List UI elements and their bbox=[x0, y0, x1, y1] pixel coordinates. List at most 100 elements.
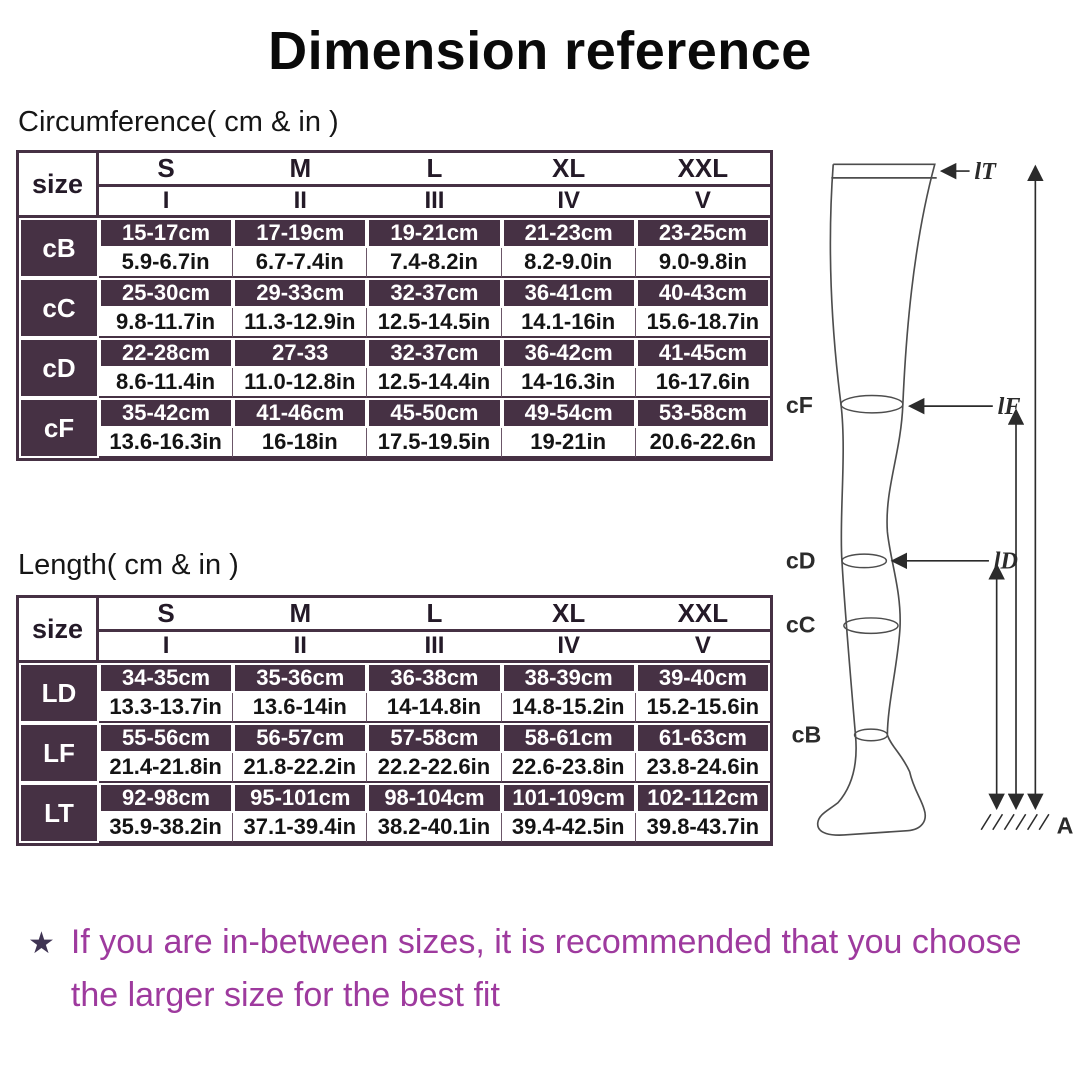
cm-value-cell: 17-19cm bbox=[233, 218, 368, 248]
size-column-header: M bbox=[233, 153, 368, 187]
ground-label: A bbox=[1057, 813, 1074, 839]
cm-value-cell: 57-58cm bbox=[367, 723, 502, 753]
row-label: LD bbox=[19, 663, 99, 723]
size-column-header: L bbox=[367, 153, 502, 187]
inch-value-cell: 7.4-8.2in bbox=[367, 248, 502, 278]
inch-value-cell: 15.2-15.6in bbox=[635, 693, 770, 723]
cb-label: cB bbox=[792, 722, 822, 748]
cm-value-cell: 55-56cm bbox=[99, 723, 234, 753]
numeral-column-header: II bbox=[233, 187, 368, 218]
note-text: If you are in-between sizes, it is recom… bbox=[70, 923, 1022, 1014]
cm-value-cell: 21-23cm bbox=[501, 218, 636, 248]
inch-value-cell: 37.1-39.4in bbox=[233, 813, 368, 843]
cm-value-cell: 92-98cm bbox=[99, 783, 234, 813]
cm-value-cell: 61-63cm bbox=[635, 723, 770, 753]
length-section-label: Length( cm & in ) bbox=[18, 549, 239, 581]
cm-value-cell: 36-42cm bbox=[501, 338, 636, 368]
inch-value-cell: 11.0-12.8in bbox=[233, 368, 368, 398]
numeral-header-row: I II III IV V bbox=[19, 632, 770, 663]
table-row: cC 25-30cm 29-33cm 32-37cm 36-41cm 40-43… bbox=[19, 278, 770, 338]
inch-value-cell: 21.4-21.8in bbox=[99, 753, 234, 783]
cm-value-cell: 35-42cm bbox=[99, 398, 234, 428]
cm-value-cell: 102-112cm bbox=[635, 783, 770, 813]
row-label: cC bbox=[19, 278, 99, 338]
table-row: 13.6-16.3in 16-18in 17.5-19.5in 19-21in … bbox=[19, 428, 770, 458]
row-label: cF bbox=[19, 398, 99, 458]
table-row: 9.8-11.7in 11.3-12.9in 12.5-14.5in 14.1-… bbox=[19, 308, 770, 338]
inch-value-cell: 15.6-18.7in bbox=[635, 308, 770, 338]
numeral-column-header: III bbox=[367, 632, 502, 663]
inch-value-cell: 13.6-16.3in bbox=[99, 428, 234, 458]
cm-value-cell: 98-104cm bbox=[367, 783, 502, 813]
row-label: LF bbox=[19, 723, 99, 783]
table-row: cF 35-42cm 41-46cm 45-50cm 49-54cm 53-58… bbox=[19, 398, 770, 458]
numeral-column-header: V bbox=[635, 632, 770, 663]
cm-value-cell: 22-28cm bbox=[99, 338, 234, 368]
inch-value-cell: 11.3-12.9in bbox=[233, 308, 368, 338]
cm-value-cell: 56-57cm bbox=[233, 723, 368, 753]
inch-value-cell: 6.7-7.4in bbox=[233, 248, 368, 278]
note: ★ If you are in-between sizes, it is rec… bbox=[28, 916, 1052, 1021]
cf-label: cF bbox=[786, 392, 813, 418]
cc-ellipse bbox=[843, 617, 899, 635]
inch-value-cell: 23.8-24.6in bbox=[635, 753, 770, 783]
cm-value-cell: 49-54cm bbox=[501, 398, 636, 428]
inch-value-cell: 21.8-22.2in bbox=[233, 753, 368, 783]
table-row: 13.3-13.7in 13.6-14in 14-14.8in 14.8-15.… bbox=[19, 693, 770, 723]
cm-value-cell: 32-37cm bbox=[367, 338, 502, 368]
numeral-column-header: IV bbox=[501, 632, 636, 663]
cf-ellipse bbox=[840, 394, 904, 414]
inch-value-cell: 16-18in bbox=[233, 428, 368, 458]
cm-value-cell: 58-61cm bbox=[501, 723, 636, 753]
table-row: 5.9-6.7in 6.7-7.4in 7.4-8.2in 8.2-9.0in … bbox=[19, 248, 770, 278]
star-icon: ★ bbox=[28, 927, 55, 960]
cm-value-cell: 15-17cm bbox=[99, 218, 234, 248]
page-title: Dimension reference bbox=[268, 21, 812, 81]
size-column-header: M bbox=[233, 598, 368, 632]
cm-value-cell: 95-101cm bbox=[233, 783, 368, 813]
inch-value-cell: 9.0-9.8in bbox=[635, 248, 770, 278]
cm-value-cell: 53-58cm bbox=[635, 398, 770, 428]
inch-value-cell: 19-21in bbox=[501, 428, 636, 458]
table-row: cD 22-28cm 27-33 32-37cm 36-42cm 41-45cm bbox=[19, 338, 770, 398]
row-label: cB bbox=[19, 218, 99, 278]
cm-value-cell: 36-38cm bbox=[367, 663, 502, 693]
inch-value-cell: 12.5-14.4in bbox=[367, 368, 502, 398]
inch-value-cell: 20.6-22.6n bbox=[635, 428, 770, 458]
cm-value-cell: 101-109cm bbox=[501, 783, 636, 813]
table-row: LD 34-35cm 35-36cm 36-38cm 38-39cm 39-40… bbox=[19, 663, 770, 723]
size-header-row: size S M L XL XXL bbox=[19, 598, 770, 663]
inch-value-cell: 8.2-9.0in bbox=[501, 248, 636, 278]
inch-value-cell: 14.1-16in bbox=[501, 308, 636, 338]
size-column-header: L bbox=[367, 598, 502, 632]
inch-value-cell: 12.5-14.5in bbox=[367, 308, 502, 338]
numeral-column-header: I bbox=[99, 632, 234, 663]
table-row: LT 92-98cm 95-101cm 98-104cm 101-109cm 1… bbox=[19, 783, 770, 843]
cm-value-cell: 41-46cm bbox=[233, 398, 368, 428]
inch-value-cell: 22.6-23.8in bbox=[501, 753, 636, 783]
numeral-column-header: II bbox=[233, 632, 368, 663]
cb-ellipse bbox=[853, 728, 889, 742]
inch-value-cell: 38.2-40.1in bbox=[367, 813, 502, 843]
size-column-header: S bbox=[99, 598, 234, 632]
table-row: 21.4-21.8in 21.8-22.2in 22.2-22.6in 22.6… bbox=[19, 753, 770, 783]
size-column-header: S bbox=[99, 153, 234, 187]
length-table: size S M L XL XXL I II III IV V LD 34-35… bbox=[16, 595, 773, 846]
cm-value-cell: 35-36cm bbox=[233, 663, 368, 693]
row-label: LT bbox=[19, 783, 99, 843]
cm-value-cell: 36-41cm bbox=[501, 278, 636, 308]
size-header-cell: size bbox=[19, 598, 99, 663]
inch-value-cell: 14-16.3in bbox=[501, 368, 636, 398]
inch-value-cell: 13.6-14in bbox=[233, 693, 368, 723]
row-label: cD bbox=[19, 338, 99, 398]
cm-value-cell: 34-35cm bbox=[99, 663, 234, 693]
cm-value-cell: 40-43cm bbox=[635, 278, 770, 308]
numeral-header-row: I II III IV V bbox=[19, 187, 770, 218]
size-header-cell: size bbox=[19, 153, 99, 218]
numeral-column-header: V bbox=[635, 187, 770, 218]
table-row: 35.9-38.2in 37.1-39.4in 38.2-40.1in 39.4… bbox=[19, 813, 770, 843]
lt-label: lT bbox=[974, 158, 997, 185]
numeral-column-header: IV bbox=[501, 187, 636, 218]
leg-outline bbox=[816, 163, 936, 836]
